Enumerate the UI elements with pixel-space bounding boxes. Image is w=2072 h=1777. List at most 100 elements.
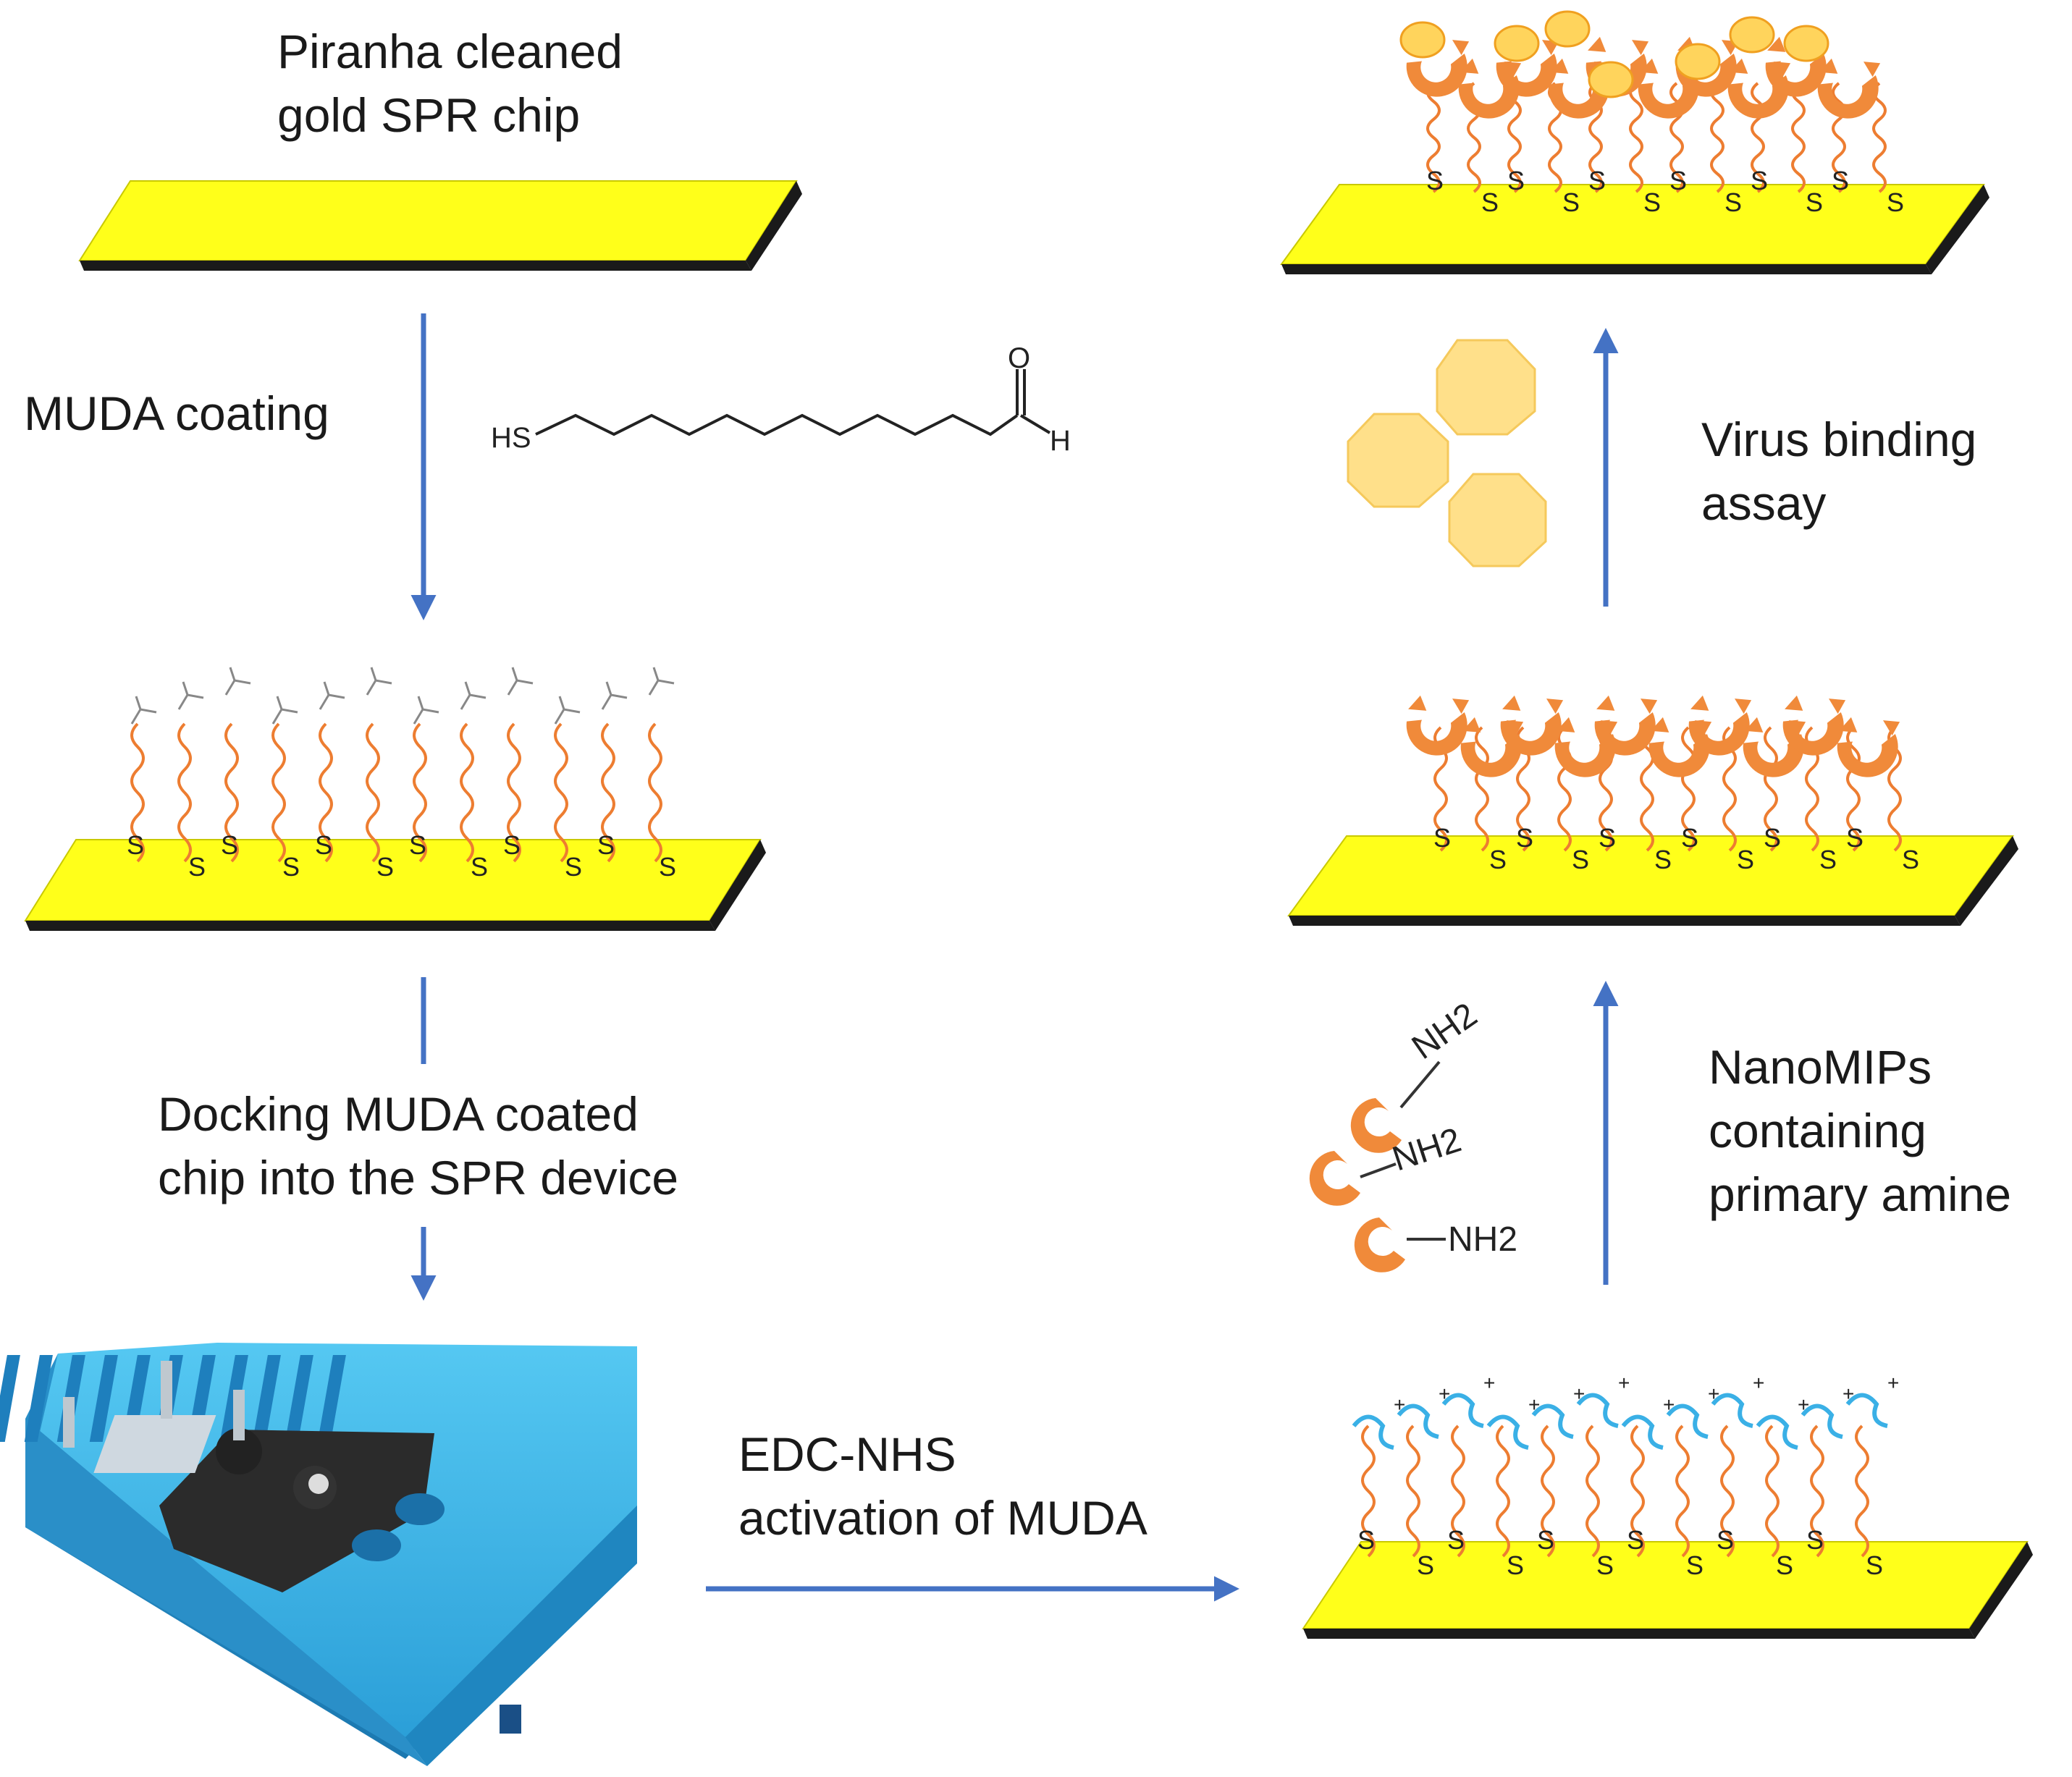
sulfur-atom: S bbox=[1599, 823, 1616, 853]
label-muda-coating: MUDA coating bbox=[24, 387, 329, 440]
usb-port bbox=[500, 1705, 521, 1734]
alkyl-chain bbox=[1765, 1424, 1780, 1558]
sulfur-atom: S bbox=[376, 852, 394, 882]
label-docking-2: chip into the SPR device bbox=[158, 1151, 678, 1204]
gold-chip-muda bbox=[24, 839, 766, 931]
alkyl-chain bbox=[554, 722, 568, 863]
sulfur-atom: S bbox=[1516, 823, 1533, 853]
sulfur-atom: S bbox=[221, 830, 238, 860]
carboxyl-group bbox=[413, 696, 439, 725]
sulfur-atom: S bbox=[1764, 823, 1781, 853]
sulfur-atom: S bbox=[1846, 823, 1863, 853]
sulfur-atom: S bbox=[1357, 1525, 1375, 1555]
bound-virus bbox=[1783, 25, 1829, 62]
alkyl-chain bbox=[271, 722, 286, 863]
nanomip bbox=[1500, 695, 1564, 756]
sulfur-atom: S bbox=[1654, 845, 1672, 874]
sulfur-atom: S bbox=[1507, 1550, 1524, 1580]
virus-particles bbox=[1347, 339, 1547, 567]
alkyl-chain bbox=[1846, 726, 1861, 852]
bound-virus bbox=[1544, 10, 1591, 48]
bound-virus bbox=[1729, 16, 1775, 54]
bound-virus bbox=[1399, 21, 1446, 59]
sulfur-atom: S bbox=[1866, 1550, 1883, 1580]
sulfur-atom: S bbox=[1507, 166, 1525, 195]
carboxyl-group bbox=[130, 696, 157, 725]
amine-label: NH2 bbox=[1405, 996, 1484, 1067]
nhs-ester bbox=[1486, 1414, 1529, 1450]
label-nanomips-3: primary amine bbox=[1709, 1168, 2011, 1221]
sulfur-atom: S bbox=[1588, 166, 1606, 195]
carboxyl-group bbox=[601, 681, 628, 710]
carboxyl-group bbox=[271, 696, 298, 725]
nhs-ester bbox=[1845, 1393, 1888, 1428]
nanomip bbox=[1594, 695, 1658, 756]
nanomip bbox=[1817, 58, 1881, 119]
sulfur-atom: S bbox=[315, 830, 332, 860]
sulfur-atom: S bbox=[503, 830, 521, 860]
carboxyl-group bbox=[460, 681, 487, 710]
alkyl-chain bbox=[1585, 1424, 1600, 1558]
sulfur-atom: S bbox=[1643, 187, 1661, 217]
alkyl-chain bbox=[1810, 1424, 1824, 1558]
alkyl-chain bbox=[130, 722, 145, 863]
label-chip-start-1: Piranha cleaned bbox=[277, 25, 623, 78]
sulfur-atom: S bbox=[1751, 166, 1768, 195]
alkyl-chain bbox=[1426, 82, 1441, 193]
gold-chip-bare bbox=[78, 180, 802, 271]
sulfur-atom: S bbox=[1737, 845, 1754, 874]
alkyl-chain bbox=[1475, 726, 1489, 852]
oxygen-label: O bbox=[1008, 342, 1030, 374]
sulfur-atom: S bbox=[1562, 187, 1580, 217]
sulfur-atom: S bbox=[127, 830, 144, 860]
sulfur-atom: S bbox=[1724, 187, 1742, 217]
virus-particle bbox=[1448, 473, 1547, 567]
sulfur-atom: S bbox=[188, 852, 206, 882]
nanomip bbox=[1837, 717, 1900, 777]
bound-virus bbox=[1675, 43, 1721, 80]
label-nanomips-2: containing bbox=[1709, 1104, 1926, 1157]
nhs-ester bbox=[1756, 1414, 1798, 1450]
sulfur-atom: S bbox=[1887, 187, 1904, 217]
sulfur-atom: S bbox=[1902, 845, 1919, 874]
sulfur-atom: S bbox=[1806, 187, 1823, 217]
nanomip bbox=[1782, 695, 1846, 756]
alkyl-chain bbox=[224, 722, 239, 863]
label-chip-start-2: gold SPR chip bbox=[277, 88, 580, 142]
sulfur-atom: S bbox=[1717, 1525, 1734, 1555]
thiol-label: HS bbox=[491, 422, 531, 454]
sulfur-atom: S bbox=[597, 830, 615, 860]
alkyl-chain bbox=[1832, 82, 1846, 193]
flow-cell-plate bbox=[93, 1415, 216, 1473]
virus-particle bbox=[1347, 413, 1449, 508]
charge-mark: + bbox=[1887, 1372, 1899, 1394]
alkyl-chain bbox=[1640, 726, 1654, 852]
nhs-ester bbox=[1621, 1414, 1664, 1450]
charge-mark: + bbox=[1618, 1372, 1630, 1394]
nhs-ester bbox=[1441, 1393, 1484, 1428]
sulfur-atom: S bbox=[1481, 187, 1499, 217]
label-virus-binding-1: Virus binding bbox=[1701, 413, 1976, 466]
charge-mark: + bbox=[1753, 1372, 1764, 1394]
sulfur-atom: S bbox=[1447, 1525, 1465, 1555]
carboxyl-group bbox=[319, 681, 345, 710]
sulfur-atom: S bbox=[1433, 823, 1451, 853]
sulfur-atom: S bbox=[1832, 166, 1849, 195]
virus-particle bbox=[1436, 339, 1536, 436]
port-hole bbox=[395, 1493, 445, 1525]
nhs-ester bbox=[1576, 1393, 1619, 1428]
bound-virus bbox=[1588, 61, 1634, 98]
gold-chip-activated bbox=[1302, 1541, 2033, 1639]
hydrogen-label: H bbox=[1050, 425, 1071, 457]
sulfur-atom: S bbox=[1489, 845, 1507, 874]
sulfur-atom: S bbox=[471, 852, 488, 882]
label-nanomips-1: NanoMIPs bbox=[1709, 1040, 1932, 1094]
charge-mark: + bbox=[1483, 1372, 1495, 1394]
nhs-ester bbox=[1666, 1404, 1709, 1439]
alkyl-chain bbox=[1855, 1424, 1869, 1558]
carboxyl-group bbox=[507, 667, 534, 696]
muda-structure: HS O H bbox=[491, 342, 1071, 457]
alkyl-chain bbox=[1764, 726, 1778, 852]
label-edc-nhs-1: EDC-NHS bbox=[738, 1427, 956, 1481]
